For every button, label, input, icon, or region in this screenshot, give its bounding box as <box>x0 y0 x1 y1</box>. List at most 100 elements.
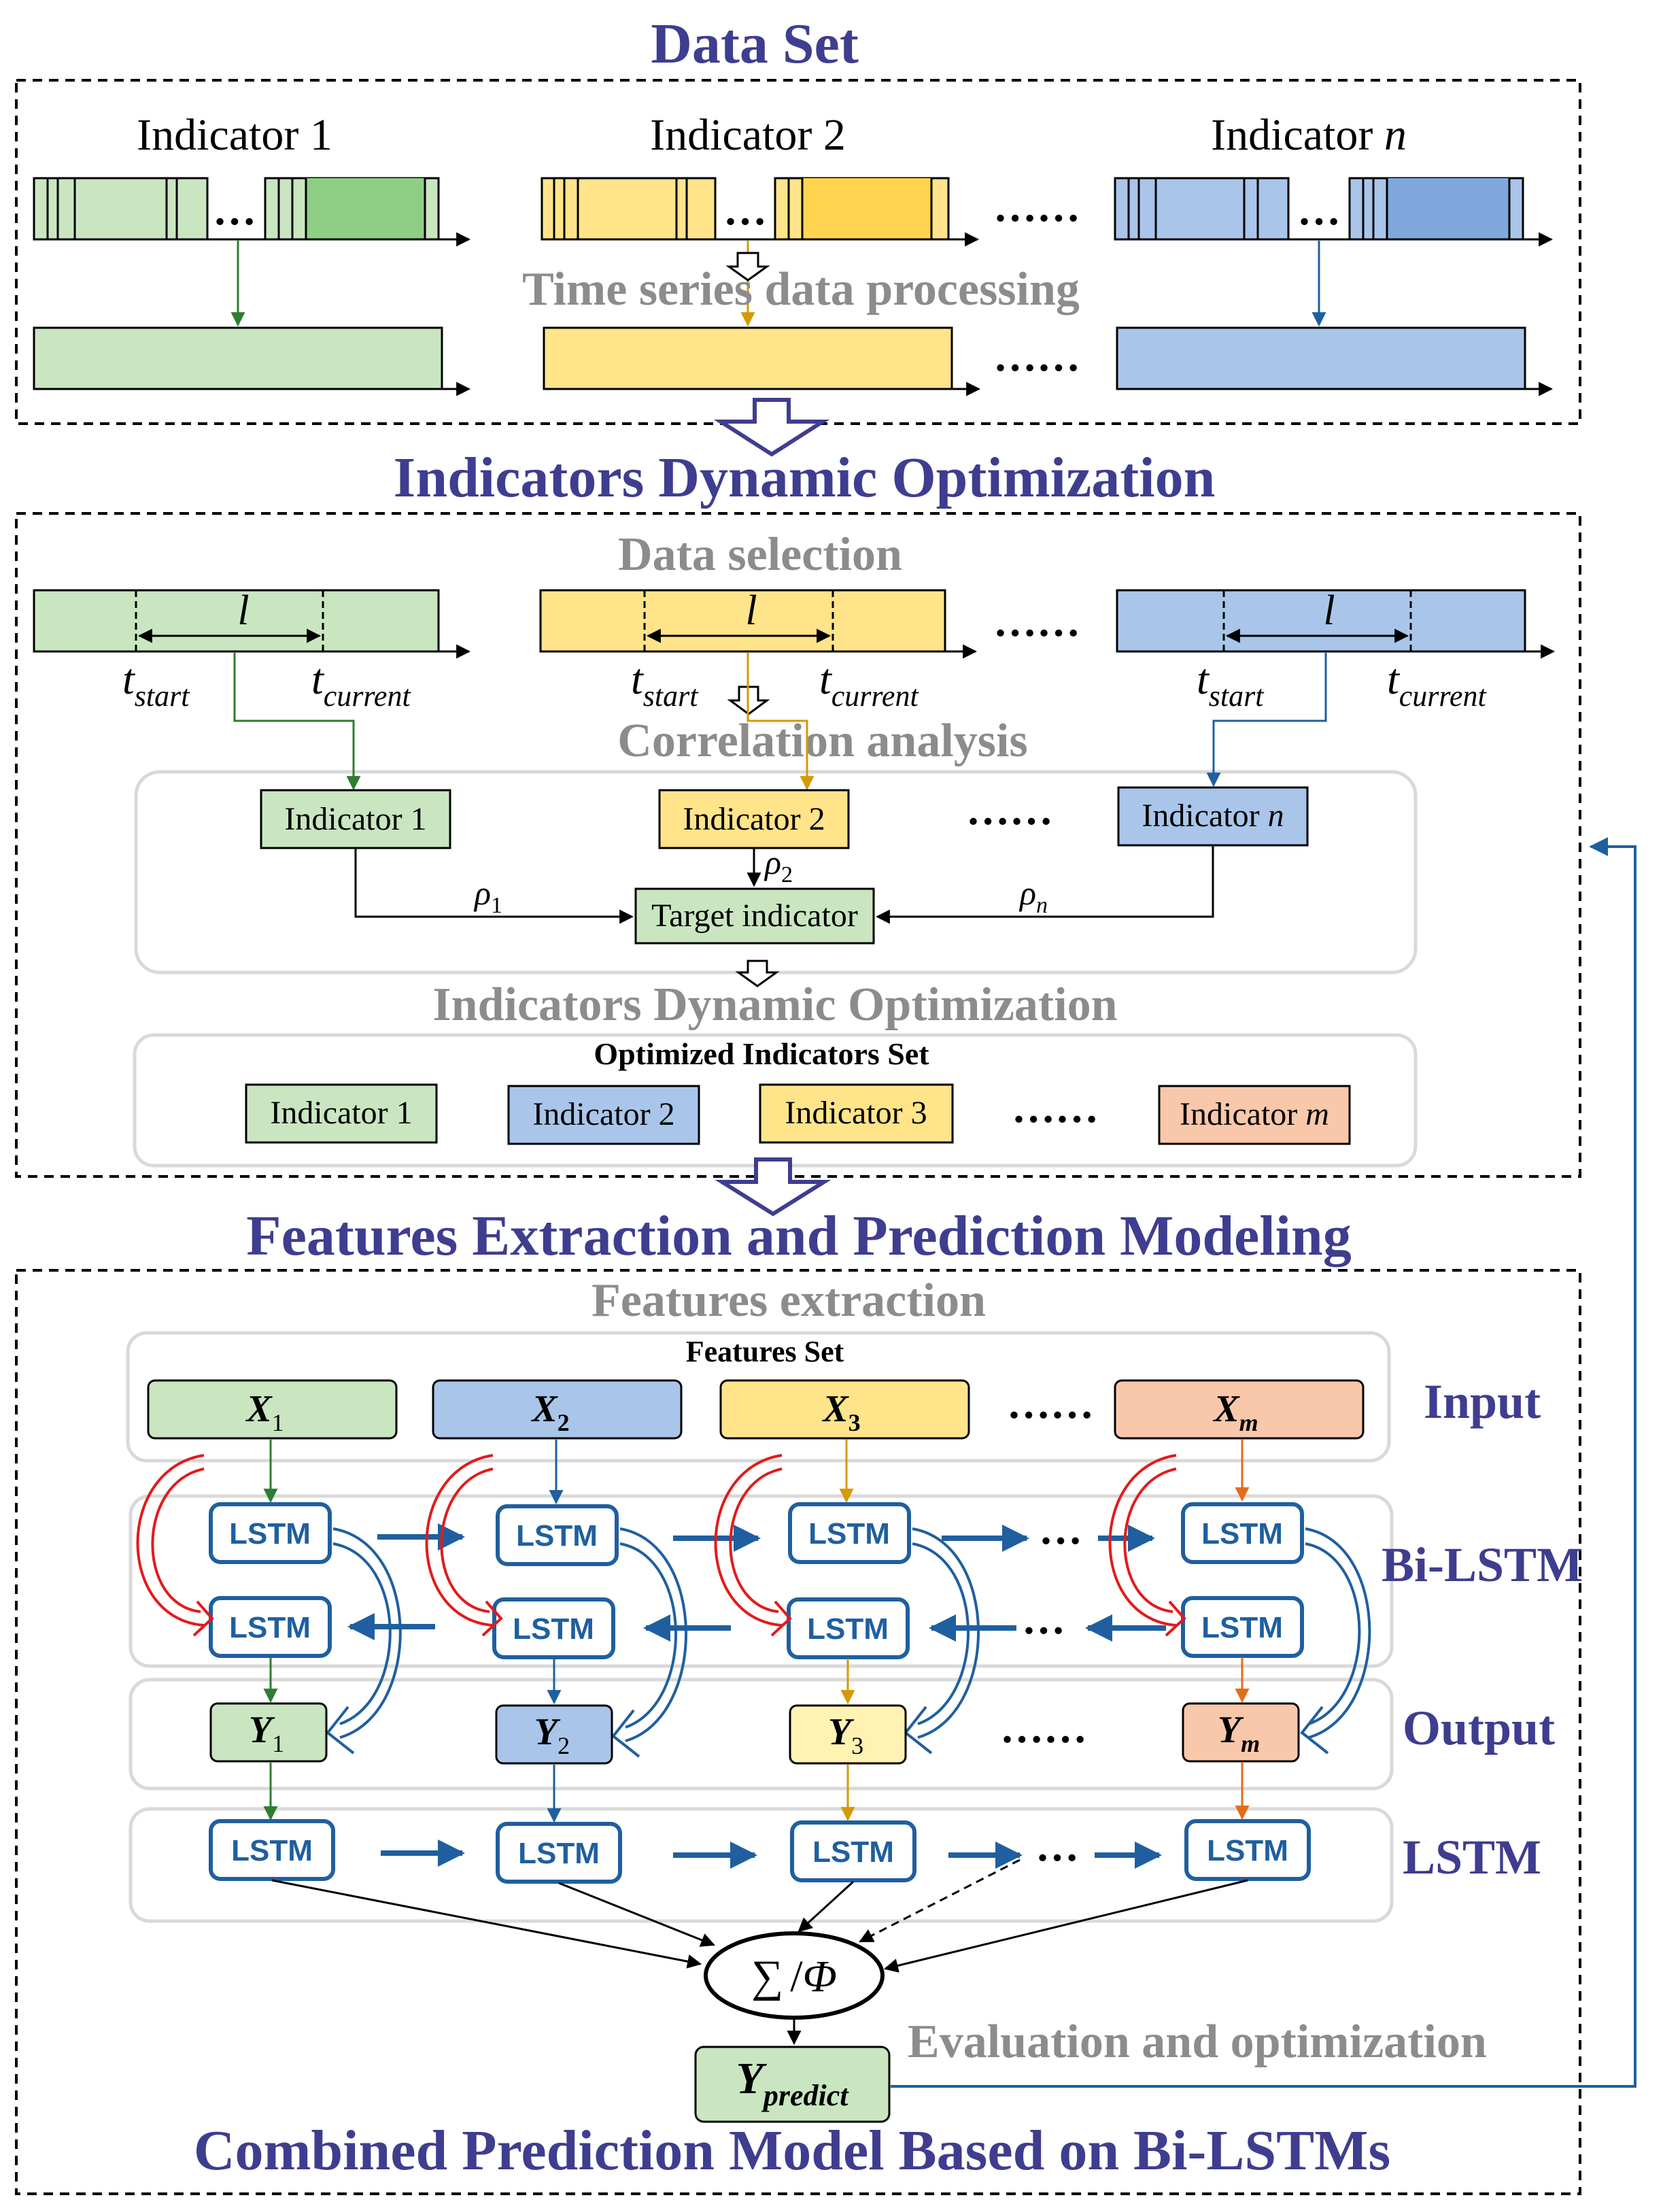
x3-label: X3 <box>821 1388 860 1436</box>
hollow-arrow-1 <box>713 398 830 457</box>
opt-box-2 <box>507 1085 700 1145</box>
combiner-label: ∑/Φ <box>751 1952 837 2001</box>
y1-box <box>209 1702 328 1763</box>
t-current-blue: tcurrent <box>1387 655 1487 713</box>
forward-mid-dots: … <box>1039 1505 1082 1553</box>
side-label-bilstm: Bi-LSTM <box>1382 1538 1583 1592</box>
features-set-title: Features Set <box>686 1335 844 1368</box>
y-predict-box <box>694 2046 891 2123</box>
y2-box <box>495 1704 613 1765</box>
dynamic-opt-label: Indicators Dynamic Optimization <box>432 979 1117 1031</box>
t-start-green: tstart <box>122 655 190 713</box>
lstm-b3: LSTM <box>807 1612 889 1646</box>
ym-box <box>1182 1702 1300 1763</box>
ds-indicator-2-label: Indicator 2 <box>650 110 846 160</box>
raw-series-blue: … <box>1114 177 1554 247</box>
y1-label: Y1 <box>249 1709 284 1757</box>
opt-box-m <box>1158 1085 1351 1145</box>
xm-label: Xm <box>1212 1388 1258 1436</box>
corr-link-n <box>875 846 1214 924</box>
features-set-panel <box>126 1331 1391 1463</box>
lstm-s4: LSTM <box>1207 1834 1288 1867</box>
processed-green <box>33 326 443 390</box>
lstm-panel <box>128 1807 1394 1923</box>
x2-label: X2 <box>530 1388 569 1436</box>
processing-label: Time series data processing <box>522 263 1080 316</box>
combiner-node <box>704 1931 885 2020</box>
x1-label: X1 <box>245 1388 284 1436</box>
ds-indicator-n-label: Indicator n <box>1211 110 1407 160</box>
side-label-lstm: LSTM <box>1403 1830 1541 1884</box>
features-extraction-label: Features extraction <box>592 1274 986 1327</box>
corr-indicator-n: Indicator n <box>1142 798 1284 834</box>
lstm-s3: LSTM <box>812 1835 894 1869</box>
corr-box-indicator-1 <box>260 789 451 849</box>
output-panel <box>128 1678 1394 1791</box>
ds-ellipsis-top: …… <box>993 182 1080 231</box>
processed-blue <box>1116 326 1526 390</box>
t-start-yellow: tstart <box>631 655 699 713</box>
route-yellow <box>747 653 815 791</box>
lstm-b2: LSTM <box>513 1612 594 1646</box>
rho-1: ρ1 <box>473 874 502 918</box>
t-current-yellow: tcurrent <box>819 655 919 713</box>
side-label-input: Input <box>1424 1374 1541 1429</box>
y-ellipsis: …… <box>1000 1703 1087 1752</box>
rho-n: ρn <box>1018 874 1048 918</box>
lstm-s1: LSTM <box>231 1834 313 1867</box>
evaluation-label: Evaluation and optimization <box>908 2016 1487 2068</box>
red-curved-arrows <box>136 1454 1186 1637</box>
window-var-yellow: l <box>745 588 757 634</box>
corr-ellipsis: …… <box>966 785 1053 834</box>
data-selection-label: Data selection <box>618 528 902 581</box>
ym-label: Ym <box>1218 1709 1260 1757</box>
correlation-analysis-label: Correlation analysis <box>617 715 1027 767</box>
dyn-opt-hollow-arrow <box>735 960 780 987</box>
opt-indicator-1: Indicator 1 <box>270 1095 412 1131</box>
y2-label: Y2 <box>534 1711 570 1759</box>
window-var-blue: l <box>1323 588 1335 634</box>
corr-indicator-1: Indicator 1 <box>284 801 426 837</box>
opt-ellipsis-top: …… <box>993 597 1080 645</box>
hollow-arrow-2 <box>715 1157 832 1217</box>
window-blue <box>1116 589 1556 659</box>
svg-text:…: … <box>1297 186 1341 234</box>
processed-yellow <box>543 326 953 390</box>
x-ellipsis: …… <box>1007 1379 1094 1427</box>
window-green <box>33 589 471 659</box>
opt-indicator-2: Indicator 2 <box>532 1096 674 1132</box>
opt-ellipsis: …… <box>1012 1083 1099 1132</box>
bilstm-panel <box>128 1494 1394 1668</box>
modeling-frame <box>15 1269 1581 2195</box>
bottom-mid-dots: … <box>1035 1822 1079 1870</box>
title-indicators-dynamic-optimization: Indicators Dynamic Optimization <box>394 446 1216 509</box>
raw-series-green: … <box>33 177 471 247</box>
corr-link-1 <box>354 849 634 924</box>
x2-box <box>432 1379 683 1440</box>
y-predict-label: Ypredict <box>736 2054 850 2112</box>
window-yellow <box>539 589 978 659</box>
y3-box <box>789 1704 907 1765</box>
route-blue <box>1206 653 1327 787</box>
lstm-forward-row <box>209 1502 1304 1566</box>
corr-box-indicator-2 <box>658 789 850 849</box>
x1-box <box>147 1379 398 1440</box>
lstm-bottom-row <box>209 1819 1311 1884</box>
x3-box <box>719 1379 970 1440</box>
title-data-set: Data Set <box>651 12 859 75</box>
lstm-f3: LSTM <box>808 1517 890 1550</box>
opt-indicator-3: Indicator 3 <box>785 1095 927 1131</box>
svg-text:…: … <box>723 186 767 234</box>
t-start-blue: tstart <box>1197 655 1265 713</box>
lstm-f1: LSTM <box>229 1517 311 1550</box>
svg-text:…: … <box>213 186 256 234</box>
title-features-extraction-prediction: Features Extraction and Prediction Model… <box>246 1204 1351 1268</box>
opt-indicator-m: Indicator m <box>1180 1096 1329 1132</box>
corr-box-indicator-n <box>1117 786 1309 847</box>
target-indicator-box <box>634 887 875 945</box>
side-label-output: Output <box>1403 1701 1555 1755</box>
lstm-backward-row <box>209 1596 1304 1659</box>
title-combined-model: Combined Prediction Model Based on Bi-LS… <box>194 2119 1390 2182</box>
xm-box <box>1114 1379 1365 1440</box>
